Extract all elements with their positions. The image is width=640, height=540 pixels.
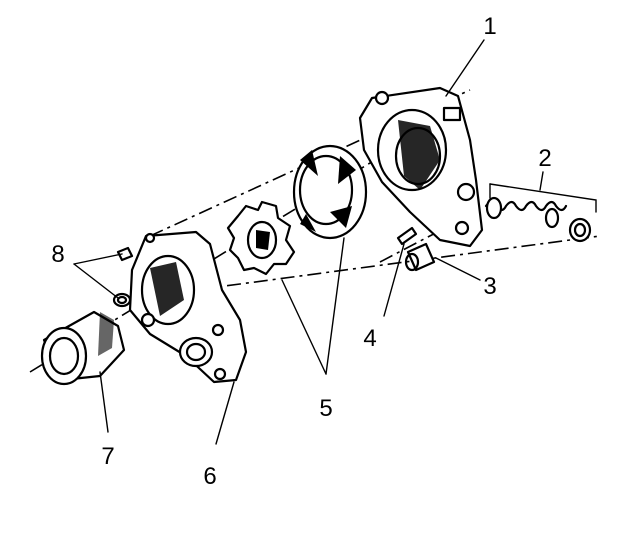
leader-lines bbox=[73, 39, 597, 445]
bolts bbox=[112, 246, 134, 308]
pump-housing bbox=[358, 86, 484, 248]
callout-4: 4 bbox=[363, 325, 376, 352]
pump-cover bbox=[128, 230, 248, 384]
callout-7: 7 bbox=[101, 443, 114, 470]
callout-3: 3 bbox=[483, 273, 496, 300]
callout-5: 5 bbox=[319, 395, 332, 422]
callout-1: 1 bbox=[483, 13, 496, 40]
seal-sleeve bbox=[40, 310, 126, 386]
outer-rotor bbox=[292, 144, 368, 240]
callout-2: 2 bbox=[538, 145, 551, 172]
callout-6: 6 bbox=[203, 463, 216, 490]
plug bbox=[404, 242, 436, 272]
inner-rotor bbox=[226, 200, 296, 276]
pin bbox=[396, 226, 418, 246]
callout-8: 8 bbox=[51, 241, 64, 268]
relief-valve-spring bbox=[484, 196, 592, 243]
